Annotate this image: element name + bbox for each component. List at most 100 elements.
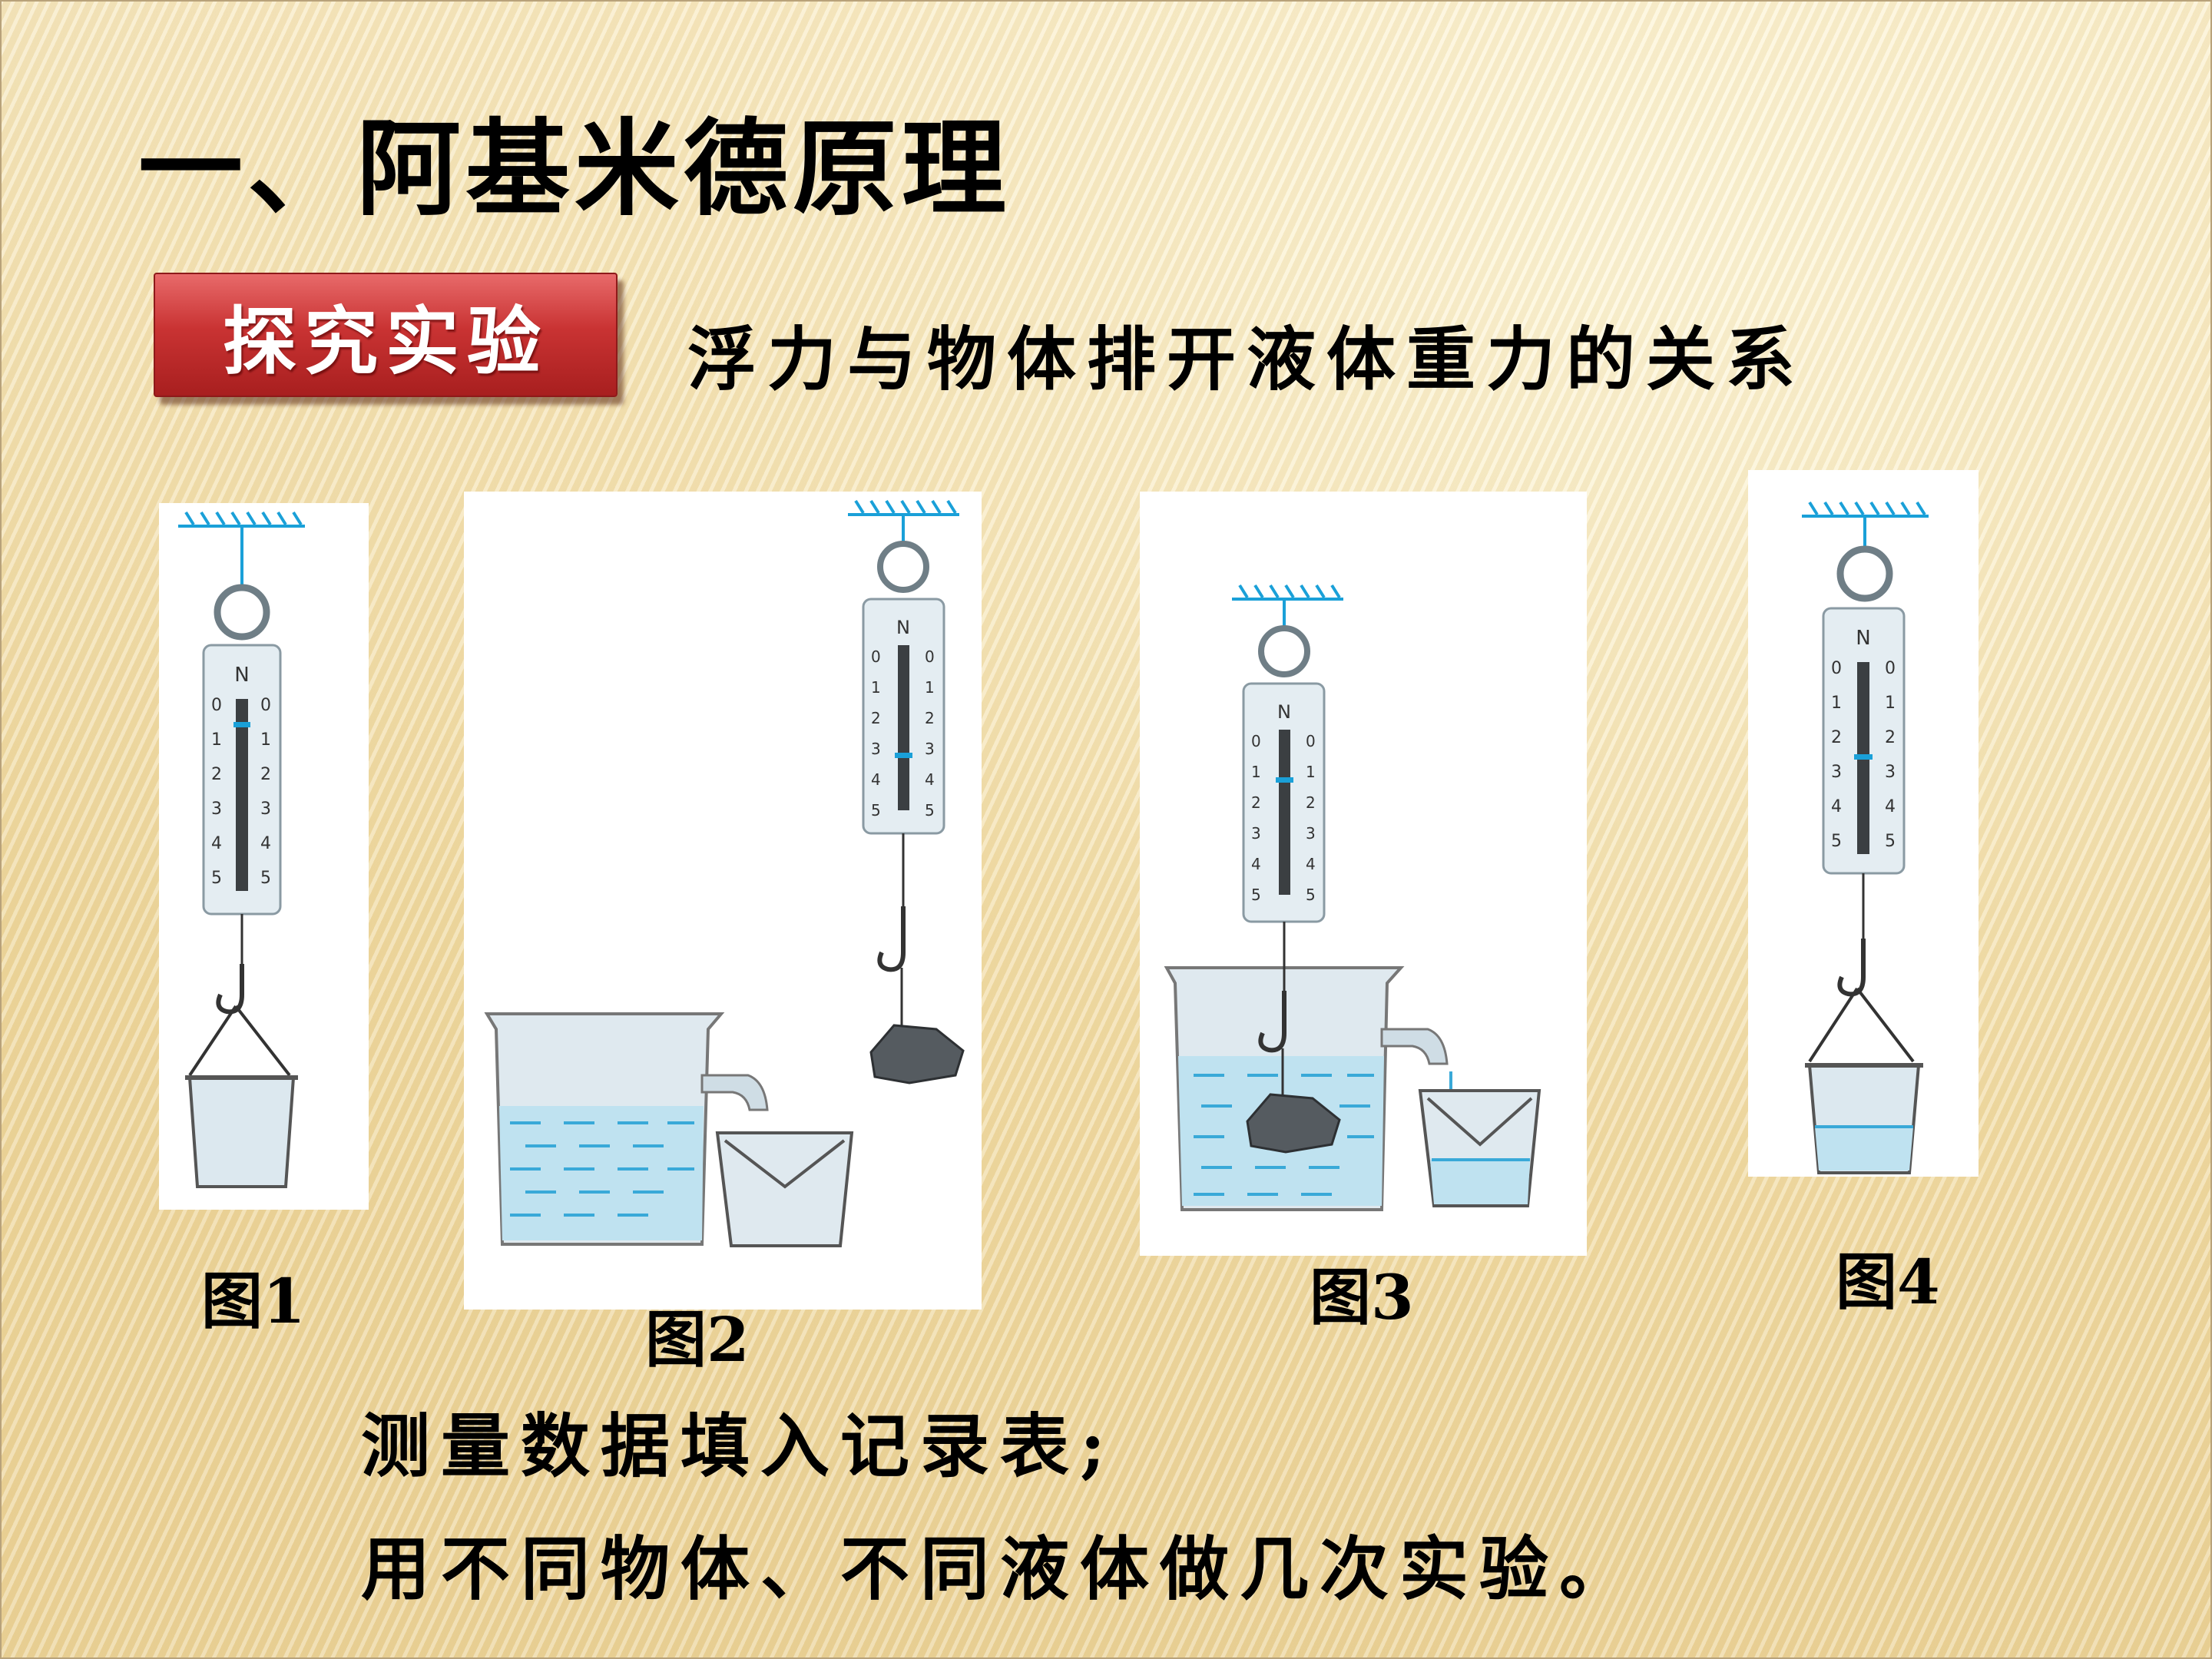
scale-track [1279, 730, 1290, 895]
scale-indicator [1854, 754, 1873, 760]
scale-indicator [1276, 777, 1293, 783]
scale-ring [1836, 545, 1893, 602]
ceiling-support [1232, 584, 1343, 628]
svg-text:4: 4 [1251, 855, 1261, 873]
scale-ticks: 01 23 45 01 23 45 [1251, 732, 1316, 904]
submerged-stone [1246, 1093, 1341, 1154]
svg-text:2: 2 [871, 709, 881, 727]
experiment-badge: 探究实验 [154, 273, 618, 397]
figure-4-label: 图4 [1836, 1246, 1940, 1318]
svg-text:4: 4 [871, 770, 881, 789]
water [499, 1106, 704, 1240]
svg-text:0: 0 [1306, 732, 1316, 750]
svg-text:5: 5 [871, 801, 881, 820]
svg-text:3: 3 [871, 740, 881, 758]
bucket-handle [724, 1139, 846, 1189]
bucket-handle [1808, 987, 1915, 1063]
svg-text:1: 1 [1306, 763, 1316, 781]
figure-4-illustration: N 0 1 2 3 4 5 0 1 2 3 4 5 [1802, 501, 1929, 1174]
svg-text:2: 2 [211, 765, 222, 784]
svg-text:2: 2 [1251, 793, 1261, 812]
scale-ticks: 0 1 2 3 4 5 0 1 2 3 4 5 [1831, 659, 1896, 851]
scale-ring [877, 541, 929, 593]
collected-water [1815, 1127, 1913, 1171]
svg-text:4: 4 [211, 834, 222, 853]
svg-text:1: 1 [871, 678, 881, 697]
ceiling-support [178, 511, 305, 589]
ceiling-support [848, 499, 959, 544]
scale-unit: N [1277, 701, 1291, 723]
svg-text:3: 3 [925, 740, 935, 758]
scale-track [236, 699, 248, 891]
svg-text:2: 2 [1885, 728, 1896, 747]
collected-water [1430, 1160, 1530, 1204]
svg-text:1: 1 [1251, 763, 1261, 781]
svg-text:5: 5 [211, 869, 222, 888]
badge-label: 探究实验 [223, 297, 548, 385]
figure-2-label: 图2 [645, 1303, 750, 1376]
svg-text:0: 0 [925, 647, 935, 666]
stone [869, 1024, 965, 1084]
water-dashes [510, 1121, 694, 1217]
scale-hook [1837, 939, 1866, 997]
svg-text:1: 1 [211, 730, 222, 750]
figure-3-label: 图3 [1310, 1261, 1414, 1333]
svg-text:5: 5 [1306, 886, 1316, 904]
scale-ticks-right: 01 23 45 [260, 696, 271, 888]
instruction-line-1: 测量数据填入记录表; [361, 1406, 1117, 1487]
overflow-spout [700, 1074, 769, 1111]
svg-text:1: 1 [925, 678, 935, 697]
experiment-subtitle: 浮力与物体排开液体重力的关系 [687, 319, 1806, 400]
scale-ring [1258, 625, 1310, 677]
figure-4-panel: N 0 1 2 3 4 5 0 1 2 3 4 5 [1748, 470, 1979, 1177]
scale-track [898, 645, 909, 810]
scale-unit: N [1856, 627, 1870, 650]
svg-text:4: 4 [1306, 855, 1316, 873]
svg-text:4: 4 [260, 834, 271, 853]
svg-text:5: 5 [1831, 832, 1842, 851]
svg-text:4: 4 [1885, 797, 1896, 816]
svg-text:2: 2 [925, 709, 935, 727]
svg-text:4: 4 [925, 770, 935, 789]
figure-3-illustration: N 01 23 45 01 23 45 [1164, 584, 1541, 1211]
bucket-handle [1426, 1097, 1533, 1147]
svg-text:2: 2 [260, 765, 271, 784]
scale-indicator [895, 753, 912, 758]
svg-text:0: 0 [1831, 659, 1842, 678]
svg-text:2: 2 [1306, 793, 1316, 812]
figure-2-illustration: N 01 23 45 01 23 45 [484, 499, 965, 1247]
svg-text:0: 0 [1251, 732, 1261, 750]
page-title: 一、阿基米德原理 [138, 109, 1011, 230]
scale-hook [877, 906, 906, 972]
svg-text:3: 3 [1831, 763, 1842, 782]
svg-text:5: 5 [1885, 832, 1896, 851]
svg-text:3: 3 [260, 800, 271, 819]
scale-indicator [233, 722, 250, 727]
svg-text:0: 0 [260, 696, 271, 715]
scale-ticks-left: 01 23 45 [211, 696, 222, 888]
svg-text:5: 5 [1251, 886, 1261, 904]
svg-text:5: 5 [925, 801, 935, 820]
svg-text:0: 0 [871, 647, 881, 666]
scale-unit: N [234, 664, 249, 687]
svg-text:3: 3 [1306, 824, 1316, 843]
scale-ticks: 0 1 2 3 4 5 0 1 2 3 4 5 [871, 647, 935, 820]
figure-1-illustration: N 01 23 45 01 23 45 [178, 511, 305, 1188]
figure-1-label: 图1 [201, 1265, 306, 1337]
bucket-handle [188, 1005, 291, 1077]
svg-text:5: 5 [260, 869, 271, 888]
overflow-spout [1380, 1028, 1449, 1065]
svg-text:1: 1 [1885, 694, 1896, 713]
svg-text:1: 1 [1831, 694, 1842, 713]
svg-text:4: 4 [1831, 797, 1842, 816]
ceiling-support [1802, 501, 1929, 551]
scale-hook [216, 964, 244, 1015]
svg-text:3: 3 [1885, 763, 1896, 782]
empty-bucket [187, 1076, 296, 1188]
svg-text:2: 2 [1831, 728, 1842, 747]
svg-text:0: 0 [1885, 659, 1896, 678]
